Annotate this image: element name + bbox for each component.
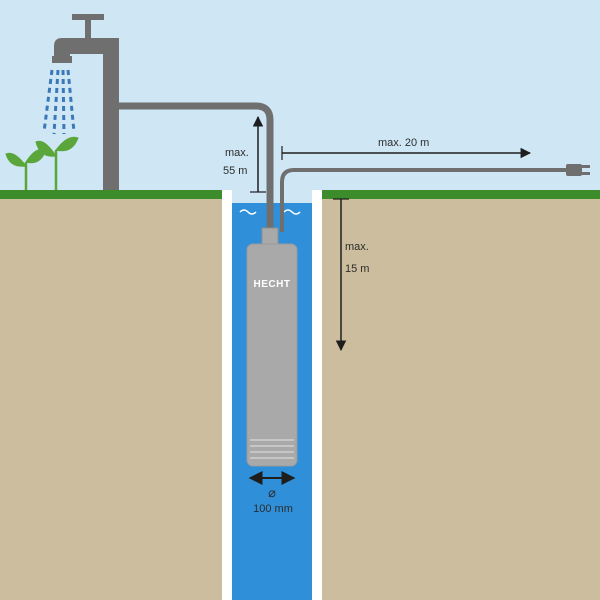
plant-left	[5, 148, 47, 190]
water-wave-left	[239, 209, 257, 215]
water-spray	[42, 69, 76, 135]
pump-intake-grille	[250, 439, 294, 459]
depth-max-label: max.	[345, 241, 369, 253]
plug-icon	[566, 164, 590, 176]
height-value-label: 55 m	[223, 165, 247, 177]
pump-cap	[261, 227, 279, 245]
diameter-symbol: ⌀	[268, 485, 276, 500]
tap-stem	[85, 20, 91, 38]
tap-nozzle	[52, 56, 72, 63]
power-cable	[280, 168, 568, 232]
plant-right	[35, 136, 79, 190]
tap-spout	[54, 38, 119, 58]
diameter-value-label: 100 mm	[253, 503, 293, 515]
sky	[0, 0, 600, 195]
standpipe	[103, 48, 119, 190]
pump-body	[246, 243, 298, 467]
delivery-hose	[119, 102, 274, 232]
height-max-label: max.	[225, 147, 249, 159]
grass-right	[322, 190, 600, 199]
well-wall-right	[312, 190, 322, 600]
pump-brand-logo: HECHT	[254, 279, 291, 290]
depth-value-label: 15 m	[345, 263, 369, 275]
grass-left	[0, 190, 222, 199]
cable-length-label: max. 20 m	[378, 137, 429, 149]
water-wave-right	[283, 209, 301, 215]
well-wall-left	[222, 190, 232, 600]
tap-handle	[72, 14, 104, 20]
